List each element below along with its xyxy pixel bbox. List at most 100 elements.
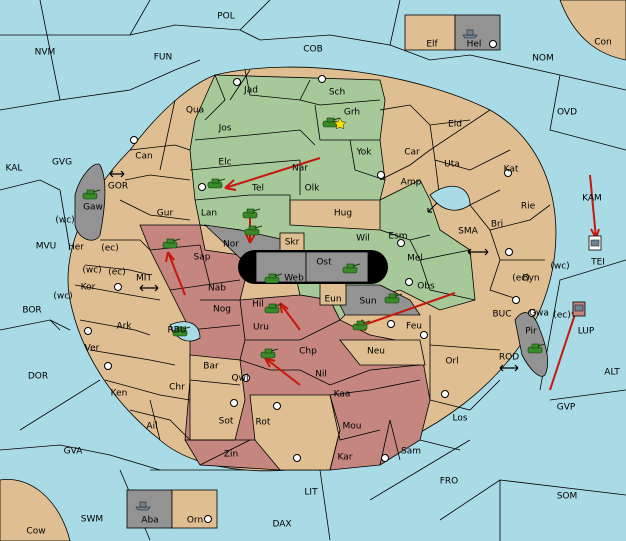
army-unit-hil[interactable] <box>264 303 283 314</box>
province-gaw[interactable] <box>74 163 106 241</box>
army-unit-sap[interactable] <box>162 238 181 249</box>
sc-pir <box>528 309 536 317</box>
sea-label-22: GVA <box>64 447 84 457</box>
province-cow[interactable] <box>0 478 71 541</box>
land-label-16: Tel <box>251 184 264 194</box>
sea-label-18: ALT <box>604 368 620 378</box>
land-label-9: Yok <box>355 148 372 158</box>
sea-label-8: GOR <box>108 182 128 192</box>
land-label-46: Nog <box>213 305 231 315</box>
army-unit-gaw[interactable] <box>82 189 101 200</box>
sea-label-14: SMA <box>458 227 478 237</box>
land-label-24: Bri <box>491 220 503 230</box>
land-label-56: Nil <box>315 370 327 380</box>
army-unit-pir[interactable] <box>527 343 546 354</box>
land-label-73: (wc) <box>53 292 72 302</box>
land-label-54: Bar <box>203 362 219 372</box>
sc-ver <box>84 327 92 335</box>
sea-label-16: BUC <box>492 310 511 320</box>
land-label-52: Neu <box>367 347 385 357</box>
land-label-12: Elc <box>218 158 231 168</box>
sc-feu <box>387 320 395 328</box>
land-label-7: Jos <box>218 124 232 134</box>
land-label-34: Mel <box>407 254 423 264</box>
province-eun[interactable] <box>319 279 347 306</box>
fleet-unit-lup[interactable] <box>574 304 584 312</box>
land-label-5: Qua <box>186 106 204 116</box>
province-sot[interactable] <box>189 354 246 441</box>
sc-kor <box>114 283 122 291</box>
land-label-64: Los <box>452 414 467 424</box>
army-unit-chp[interactable] <box>260 348 279 359</box>
sc-kat <box>504 169 512 177</box>
fleet-unit-aba[interactable] <box>135 501 151 511</box>
land-label-14: Uta <box>444 160 460 170</box>
province-sun[interactable] <box>329 284 421 316</box>
sc-byn <box>505 248 513 256</box>
supply-centers <box>84 40 536 523</box>
army-unit-feu[interactable] <box>352 320 371 331</box>
land-label-68: Aba <box>141 516 158 526</box>
land-label-30: Nor <box>223 240 239 250</box>
land-label-47: Uru <box>253 323 269 333</box>
land-label-40: Obs <box>417 282 435 292</box>
army-unit-ost[interactable] <box>342 263 361 274</box>
fleet-unit-hel[interactable] <box>462 29 478 39</box>
army-unit-rbu[interactable] <box>172 326 191 337</box>
land-label-28: (wc) <box>55 216 74 226</box>
land-label-33: Ost <box>316 258 332 268</box>
army-unit-lan[interactable] <box>242 208 261 219</box>
land-label-59: Kaa <box>334 390 351 400</box>
sea-label-5: OVD <box>557 108 577 118</box>
sc-kar <box>381 454 389 462</box>
land-label-37: Byn <box>522 274 539 284</box>
land-label-44: Ark <box>116 322 132 332</box>
land-label-1: Elf <box>426 40 438 50</box>
province-aba[interactable] <box>126 489 173 529</box>
province-neu[interactable] <box>339 339 426 366</box>
sea-label-0: POL <box>217 12 235 22</box>
army-unit-sun[interactable] <box>384 293 403 304</box>
land-label-57: Ken <box>111 389 128 399</box>
land-label-53: Orl <box>445 357 458 367</box>
land-label-25: Wil <box>356 234 370 244</box>
sea-label-6: KAL <box>6 164 23 174</box>
province-elf[interactable] <box>404 14 456 51</box>
land-label-39: Nab <box>208 284 226 294</box>
sea-label-23: SWM <box>81 515 103 525</box>
land-label-49: Pir <box>525 327 537 337</box>
land-label-60: Ail <box>146 422 157 432</box>
land-label-0: Con <box>594 38 612 48</box>
land-label-66: Kar <box>338 453 353 463</box>
land-label-13: Nar <box>292 164 308 174</box>
sea-label-2: FUN <box>154 53 173 63</box>
land-label-3: Jad <box>243 86 258 96</box>
land-label-29: (ec) <box>101 244 119 254</box>
sea-label-15: KAM <box>582 194 602 204</box>
land-label-75: (wc) <box>550 262 569 272</box>
land-label-72: (ec) <box>108 268 126 278</box>
province-web[interactable] <box>255 251 307 283</box>
province-ost[interactable] <box>305 251 369 283</box>
sea-label-7: GVG <box>52 158 72 168</box>
land-label-31: Skr <box>285 238 300 248</box>
army-unit-tel[interactable] <box>207 178 226 189</box>
sc-jad <box>233 78 241 86</box>
land-label-70: Cow <box>26 527 45 537</box>
sea-label-12: MIT <box>136 274 152 284</box>
sea-label-13: RBU <box>167 326 186 336</box>
land-label-4: Sch <box>329 88 345 98</box>
army-unit-web[interactable] <box>264 273 283 284</box>
sc-sot <box>230 399 238 407</box>
fleet-unit-tei[interactable] <box>590 239 600 247</box>
land-label-2: Hel <box>467 40 482 50</box>
army-unit-nor[interactable] <box>244 225 263 236</box>
land-label-41: Eun <box>324 295 341 305</box>
land-label-32: Sap <box>194 253 211 263</box>
land-label-11: Eld <box>448 120 462 130</box>
sc-qwi <box>242 374 250 382</box>
sma-inlet <box>429 186 471 211</box>
sea-label-21: SOM <box>557 492 578 502</box>
land-label-50: Ver <box>85 344 100 354</box>
